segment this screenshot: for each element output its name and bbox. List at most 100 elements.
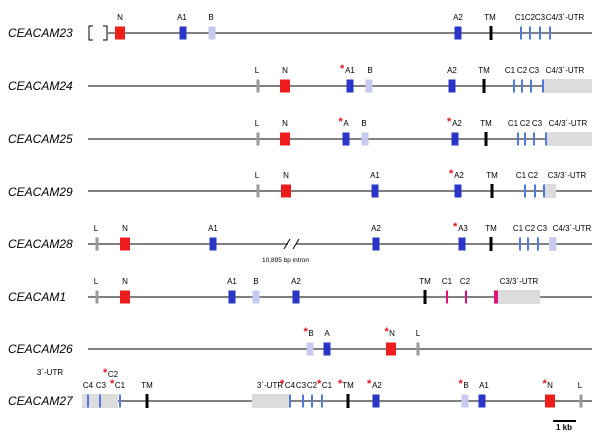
pseudogene-star: *	[103, 367, 108, 379]
exon-a	[292, 290, 300, 304]
exon-label: C1	[508, 119, 519, 128]
exon-n	[280, 79, 290, 93]
exon-a	[454, 184, 462, 198]
gene-name-ceacam23: CEACAM23	[8, 26, 73, 40]
exon-c	[539, 26, 541, 40]
exon-a	[342, 132, 350, 146]
exon-c	[119, 394, 121, 408]
exon-a	[179, 26, 187, 40]
exon-label: C4/3´-UTR	[553, 224, 592, 233]
exon-label: TM	[484, 13, 496, 22]
exon-l	[95, 290, 99, 304]
exon-label: C2	[460, 277, 471, 286]
exon-label: C2	[528, 171, 539, 180]
exon-c	[529, 26, 531, 40]
exon-label: L	[578, 381, 583, 390]
exon-label: C3/3´-UTR	[548, 171, 587, 180]
exon-label: C2	[517, 66, 528, 75]
exon-l	[416, 342, 420, 356]
exon-label: B	[208, 13, 213, 22]
exon-c	[521, 79, 523, 93]
gene-name-ceacam24: CEACAM24	[8, 79, 73, 93]
exon-tm	[489, 26, 493, 40]
exon-b	[252, 290, 260, 304]
exon-label: N	[282, 119, 288, 128]
exon-label: B	[253, 277, 258, 286]
exon-label: L	[255, 171, 260, 180]
exon-label: 3´-UTR	[37, 368, 63, 377]
exon-c	[321, 394, 323, 408]
exon-a	[448, 79, 456, 93]
exon-c	[289, 394, 291, 408]
exon-c	[513, 79, 515, 93]
exon-label: A1	[227, 277, 237, 286]
exon-l	[256, 132, 260, 146]
pseudogene-star: *	[453, 221, 458, 233]
gene-name-ceacam1: CEACAM1	[8, 290, 66, 304]
exon-label: N	[122, 224, 128, 233]
exon-a	[372, 237, 380, 251]
exon-label: A	[343, 119, 349, 128]
exon-c	[519, 237, 521, 251]
gene-name-ceacam29: CEACAM29	[8, 185, 73, 199]
pseudogene-star: *	[338, 116, 343, 128]
backbone-layer	[82, 25, 592, 422]
pseudogene-star: *	[338, 378, 343, 390]
exon-label: C4	[83, 381, 94, 390]
exon-a	[372, 394, 380, 408]
exon-label: A3	[458, 224, 468, 233]
exon-c	[520, 26, 522, 40]
exon-tm	[145, 394, 149, 408]
exon-tm	[484, 132, 488, 146]
exon-l	[579, 394, 583, 408]
pseudogene-star: *	[110, 378, 115, 390]
exon-label: B	[367, 66, 372, 75]
exon-n	[120, 237, 130, 251]
exon-label: TM	[342, 381, 354, 390]
exon-label: C3	[529, 66, 540, 75]
exon-c	[517, 132, 519, 146]
exon-cpb	[494, 290, 498, 304]
exon-label: TM	[478, 66, 490, 75]
exon-label: TM	[485, 224, 497, 233]
exon-label: C3	[296, 381, 307, 390]
exon-tm	[489, 237, 493, 251]
exon-label: B	[308, 329, 313, 338]
exon-c	[534, 184, 536, 198]
exon-n	[545, 394, 555, 408]
exon-c	[549, 26, 551, 40]
gene-name-ceacam25: CEACAM25	[8, 132, 73, 146]
exon-c	[527, 237, 529, 251]
exon-label: TM	[419, 277, 431, 286]
exon-label: C4/3´-UTR	[546, 66, 585, 75]
exon-label: C2	[525, 224, 536, 233]
exon-tm	[346, 394, 350, 408]
exon-c	[537, 237, 539, 251]
utr-region	[544, 184, 556, 198]
pseudogene-star: *	[542, 378, 547, 390]
exon-label: C2	[520, 119, 531, 128]
exon-label: A2	[453, 13, 463, 22]
exon-label: L	[94, 224, 99, 233]
exon-label: C3	[537, 224, 548, 233]
exon-a	[371, 184, 379, 198]
utr-region	[252, 394, 289, 408]
exon-cp	[446, 290, 448, 304]
exon-cp	[465, 290, 467, 304]
exon-tm	[490, 184, 494, 198]
exon-l	[256, 79, 260, 93]
exon-label: L	[255, 119, 260, 128]
exon-label: N	[117, 13, 123, 22]
gap-bracket-left	[88, 25, 93, 41]
scale-bar-label: 1 kb	[556, 423, 572, 432]
exon-label: C3/3´-UTR	[500, 277, 539, 286]
exon-c	[524, 184, 526, 198]
exon-b	[208, 26, 216, 40]
exon-label: C1	[515, 13, 526, 22]
exon-tm	[482, 79, 486, 93]
exon-n	[386, 342, 396, 356]
exon-label: A1	[345, 66, 355, 75]
intron-break-mark	[283, 238, 291, 250]
exon-label: C2	[307, 381, 318, 390]
